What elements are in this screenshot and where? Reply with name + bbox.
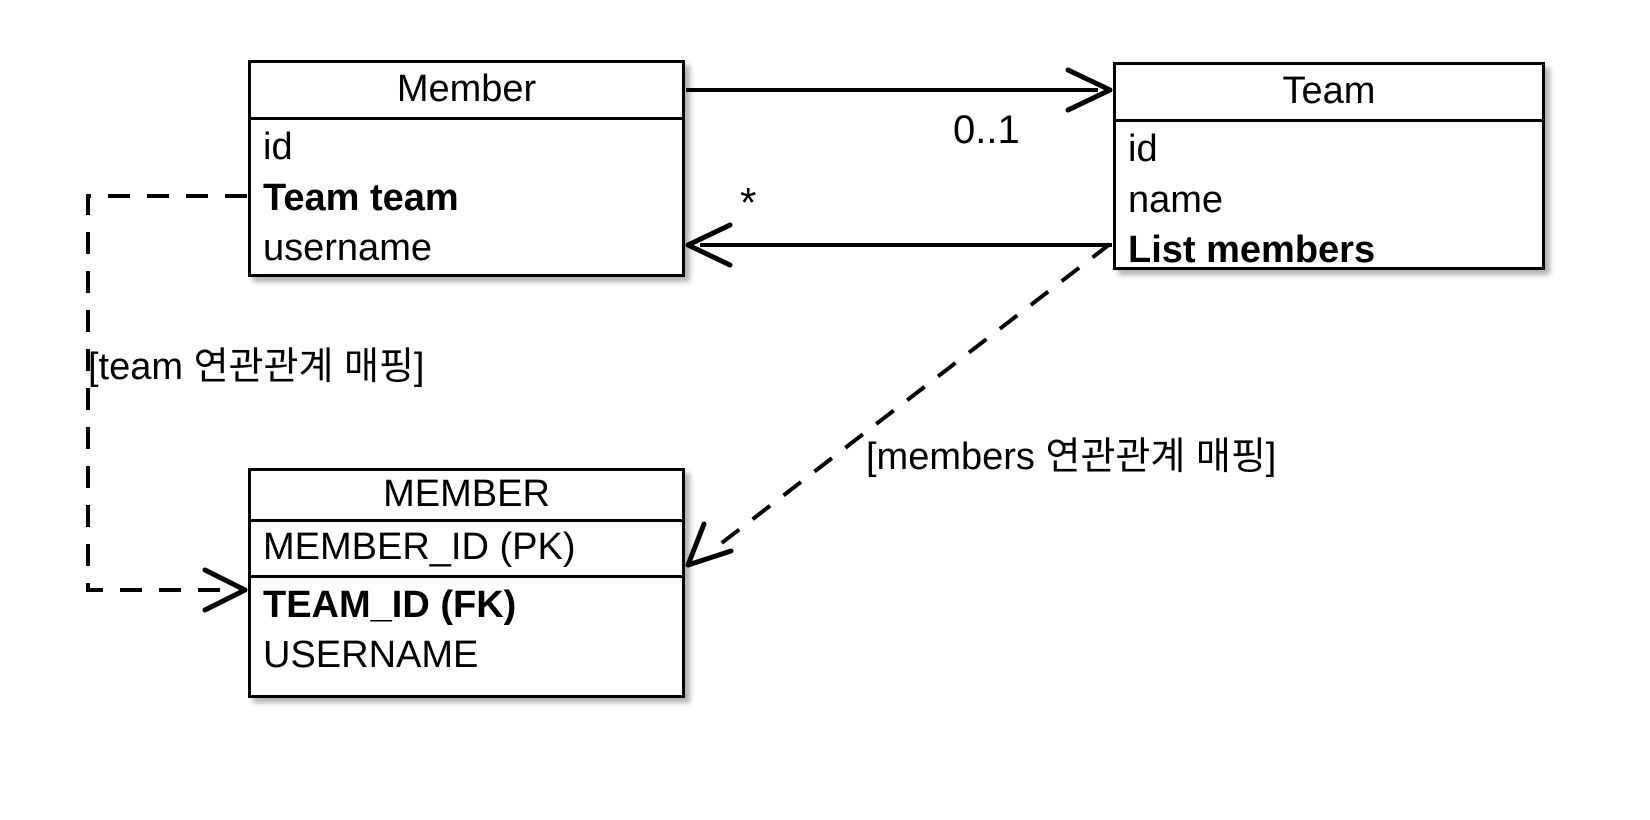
class-attributes-member: id Team team username — [251, 120, 682, 280]
class-attribute: name — [1128, 178, 1224, 221]
class-attributes-team: id name List members — [1116, 122, 1542, 282]
table-columns-member: MEMBER_ID (PK) TEAM_ID (FK) USERNAME — [251, 522, 682, 687]
multiplicity-label-team-to-member: * — [740, 179, 757, 226]
class-attribute: id — [1128, 128, 1158, 170]
table-title-member: MEMBER — [251, 471, 682, 522]
edge-team-field-mapping — [86, 194, 248, 613]
class-attribute: Team team — [263, 176, 459, 219]
class-box-member[interactable]: Member id Team team username — [248, 60, 685, 277]
edge-team-to-member — [685, 222, 1112, 268]
table-column: MEMBER_ID (PK) — [251, 522, 682, 578]
arrowhead-open — [685, 222, 733, 268]
class-title-team: Team — [1116, 65, 1542, 122]
arrowhead-open — [685, 521, 734, 568]
class-attribute: List members — [1128, 229, 1376, 272]
table-column: TEAM_ID (FK) — [263, 583, 517, 626]
table-column: USERNAME — [263, 634, 479, 677]
class-box-team[interactable]: Team id name List members — [1113, 62, 1545, 271]
annotation-team-mapping: [team 연관관계 매핑] — [88, 346, 425, 388]
table-box-member[interactable]: MEMBER MEMBER_ID (PK) TEAM_ID (FK) USERN… — [248, 468, 685, 698]
arrowhead-open — [1065, 67, 1113, 113]
edge-member-to-team — [686, 67, 1113, 113]
arrowhead-open — [202, 567, 248, 613]
class-attribute: id — [263, 126, 293, 168]
class-attribute: username — [263, 227, 432, 270]
edge-members-field-mapping — [685, 242, 1112, 568]
multiplicity-label-member-to-team: 0..1 — [953, 108, 1020, 152]
class-title-member: Member — [251, 63, 682, 120]
annotation-members-mapping: [members 연관관계 매핑] — [866, 436, 1277, 478]
